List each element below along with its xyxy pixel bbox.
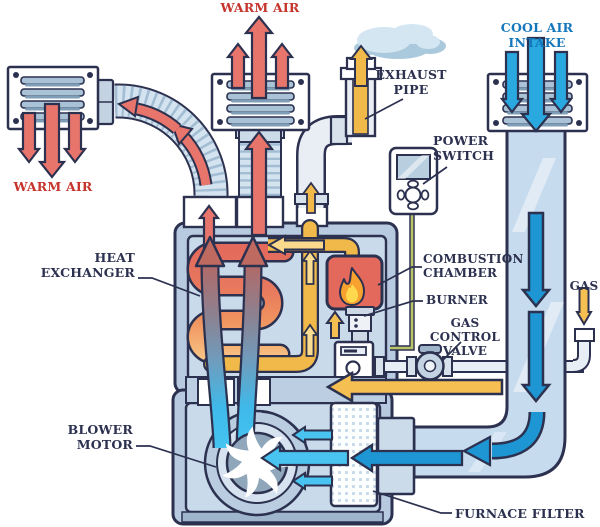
exhaust-pipe bbox=[294, 44, 383, 214]
label-pointer-lines bbox=[136, 98, 462, 514]
filter-flow-arrows bbox=[260, 425, 464, 491]
heat-exchanger-label: HEAT EXCHANGER bbox=[40, 250, 135, 280]
warm-air-vent-left bbox=[6, 65, 100, 179]
gas-flow-arrow bbox=[325, 310, 345, 339]
warm-air-arrow bbox=[16, 111, 42, 164]
cool-air-flow-arrow bbox=[520, 211, 552, 308]
combustion-chamber-label: COMBUSTION CHAMBER bbox=[423, 252, 524, 280]
flex-duct bbox=[94, 78, 229, 197]
gas-label: GAS bbox=[569, 279, 599, 293]
warm-air-arrow bbox=[243, 15, 275, 100]
vent-louvers bbox=[20, 76, 85, 123]
warm-air-top-label: WARM AIR bbox=[220, 0, 300, 15]
warm-air-vent-top bbox=[210, 15, 311, 237]
blower-motor-label: BLOWER MOTOR bbox=[67, 422, 133, 452]
gas-flow-arrow bbox=[325, 370, 504, 404]
heat-exchanger-coil bbox=[186, 241, 295, 365]
warm-air-arrow bbox=[37, 102, 67, 179]
warm-air-arrow bbox=[225, 42, 251, 90]
power-switch bbox=[388, 146, 439, 216]
cool-air-flow-arrow bbox=[520, 310, 552, 403]
flue-pipes bbox=[203, 219, 360, 373]
warm-air-left-label: WARM AIR bbox=[13, 179, 93, 194]
exhaust-base-arrow bbox=[301, 181, 321, 214]
cool-air-arrow bbox=[499, 50, 525, 114]
warm-air-arrow bbox=[269, 42, 295, 90]
power-switch-cable bbox=[390, 212, 415, 351]
heated-air-arrows bbox=[194, 235, 269, 449]
cool-air-arrow bbox=[548, 50, 574, 114]
gas-meter bbox=[333, 340, 375, 382]
power-switch-label: POWER SWITCH bbox=[433, 133, 495, 163]
cool-air-intake-vent bbox=[486, 36, 589, 133]
exhaust-flow-arrow bbox=[348, 44, 374, 87]
burner bbox=[345, 306, 375, 343]
cool-air-intake-label: COOL AIR INTAKE bbox=[500, 20, 574, 50]
combustion-chamber bbox=[325, 254, 384, 311]
gas-flow-arrow bbox=[575, 287, 593, 326]
burner-label: BURNER bbox=[426, 293, 488, 307]
furnace-filter-label: FURNACE FILTER bbox=[455, 506, 585, 521]
warm-air-arrow bbox=[62, 111, 88, 164]
gas-control-valve-label: GAS CONTROL VALVE bbox=[429, 316, 501, 358]
flex-duct-flow-arrows bbox=[116, 95, 213, 187]
cool-air-arrow bbox=[519, 36, 553, 133]
cool-air-duct bbox=[412, 128, 567, 479]
exhaust-pipe-label: EXHAUST PIPE bbox=[375, 67, 447, 97]
